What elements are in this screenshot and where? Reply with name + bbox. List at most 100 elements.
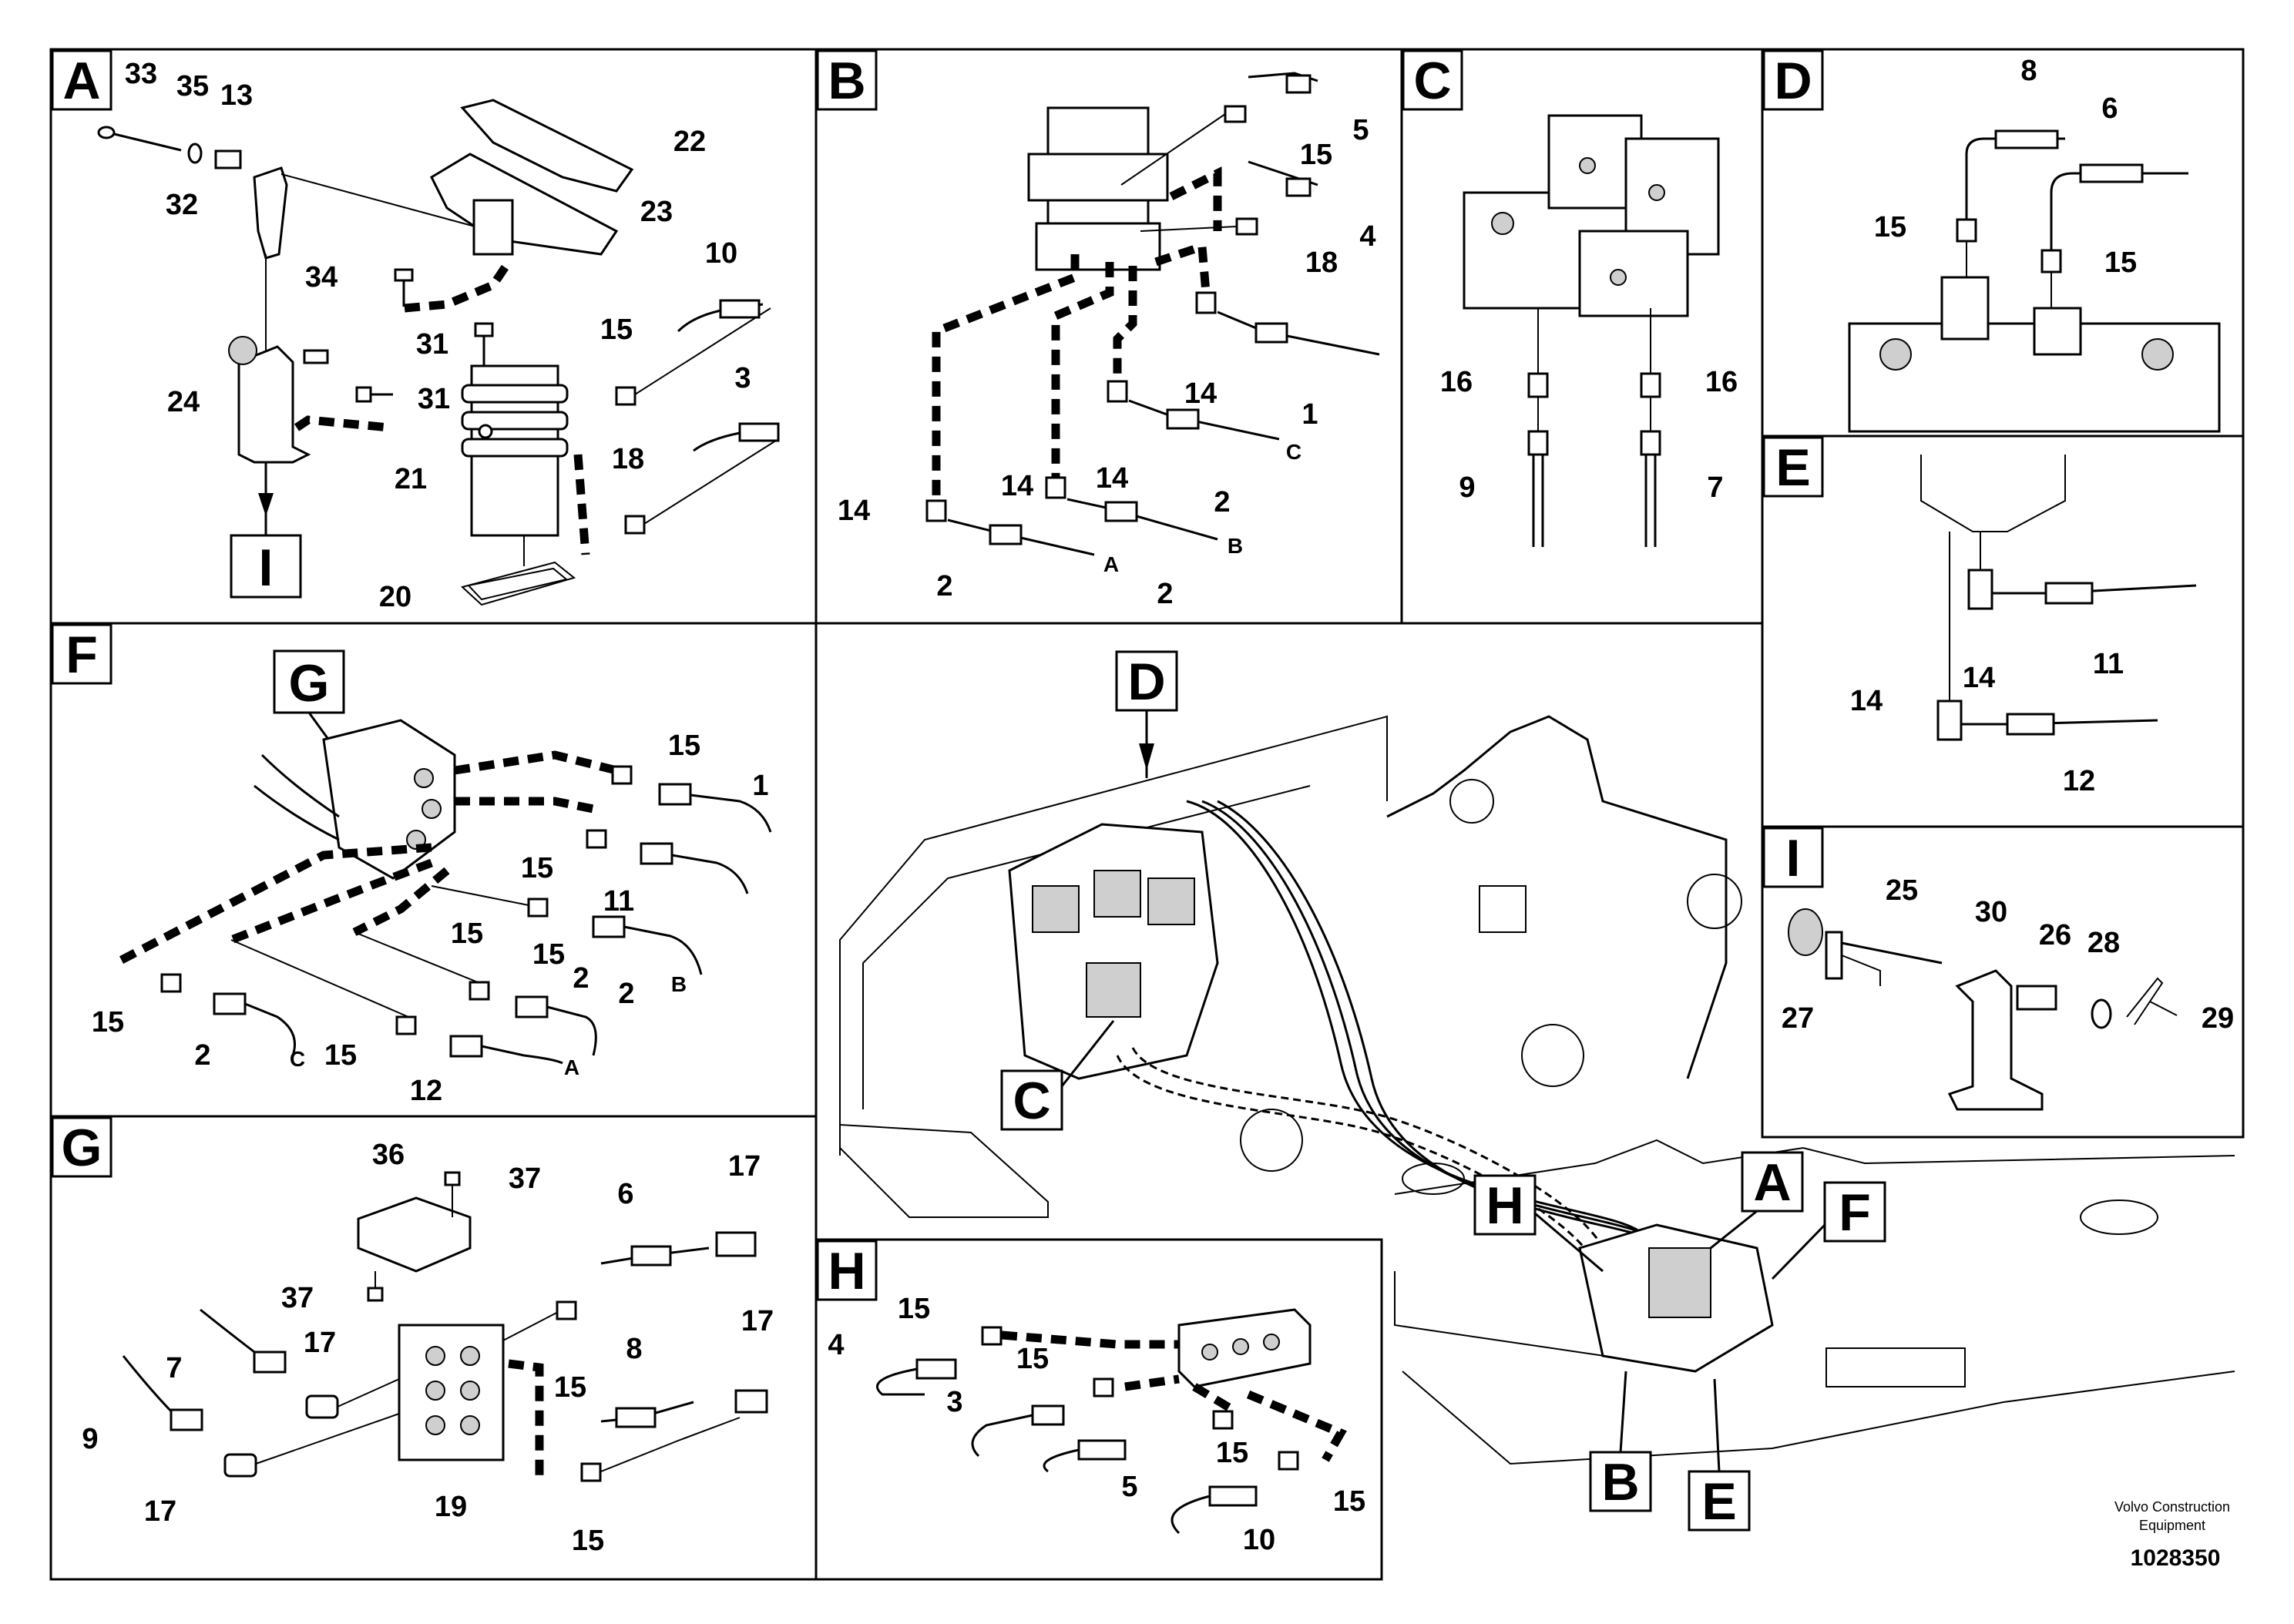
hose-run	[1201, 800, 1658, 1242]
callout-label: 4	[828, 1329, 844, 1361]
panel-g: G 36 37 37	[51, 1116, 774, 1557]
document-number: 1028350	[2131, 1545, 2221, 1571]
overview-ref-box	[1823, 1181, 1886, 1243]
fitting-15	[981, 1326, 1003, 1346]
elbow-17	[734, 1389, 768, 1414]
valve-flange	[1027, 153, 1169, 202]
elbow-17	[715, 1231, 757, 1257]
callout-label: 30	[1975, 896, 2007, 928]
callout-label: 31	[416, 328, 448, 361]
callout-label: 4	[1359, 220, 1375, 253]
elbow-14	[1045, 476, 1066, 499]
leader	[643, 438, 779, 525]
fitting-15	[1224, 105, 1247, 123]
pointer-line	[1710, 1210, 1758, 1250]
leader	[431, 885, 529, 906]
overview-ref-label: D	[1127, 653, 1165, 711]
floor-hole	[2080, 1200, 2158, 1235]
hose-4	[915, 1358, 957, 1380]
fitting-15	[580, 1462, 602, 1482]
callout-label: 15	[572, 1525, 604, 1557]
callout-label: 2	[194, 1039, 210, 1072]
callout-label: 5	[1352, 114, 1369, 146]
hose-end	[719, 299, 761, 319]
hose-run	[1186, 800, 1642, 1234]
callout-label: 14	[1850, 685, 1883, 717]
dash-link	[294, 415, 390, 432]
pointer-line	[1534, 1212, 1604, 1273]
callout-label: 15	[668, 730, 700, 762]
bushing-13	[214, 149, 242, 169]
dash-link	[508, 1359, 544, 1479]
pin-hole	[1449, 779, 1494, 824]
hose-1	[1217, 310, 1380, 356]
end-label: B	[671, 972, 687, 996]
callout-label: 10	[705, 237, 737, 270]
dash-link	[573, 454, 590, 555]
floor-grille	[1825, 1347, 1966, 1387]
section-label-box	[1762, 49, 1824, 111]
valve-section	[1086, 962, 1141, 1018]
callout-label: 21	[395, 463, 427, 495]
dash-link	[1246, 1390, 1347, 1462]
fitting-15	[469, 981, 490, 1001]
callout-label: 15	[451, 918, 483, 950]
leader	[600, 1417, 741, 1472]
callout-label: 2	[936, 570, 952, 602]
callout-label: 28	[2087, 927, 2120, 959]
plate-36	[357, 1196, 472, 1273]
panel-i-frame	[1761, 825, 2245, 1139]
fitting-15	[1212, 1410, 1234, 1430]
valve-outline	[1920, 455, 2066, 532]
callout-label: 37	[509, 1163, 541, 1195]
callout-label: 9	[1459, 471, 1475, 504]
hose-1	[690, 794, 772, 833]
callout-label: 16	[1440, 366, 1473, 398]
gasket-inner	[467, 567, 569, 601]
pointer-line	[1771, 1223, 1826, 1280]
callout-label: 2	[573, 962, 589, 995]
control-valve-bank	[1008, 823, 1219, 1080]
floor-hole	[1402, 1163, 1465, 1195]
screw-37b	[367, 1287, 384, 1302]
callout-label: 15	[2104, 247, 2137, 279]
boom-mount	[1386, 715, 1728, 1079]
hose-fitting	[1254, 322, 1288, 344]
valve-section	[1578, 230, 1689, 317]
hose-run	[1217, 800, 1673, 1250]
pointer-arrow	[1139, 743, 1154, 770]
valve-section	[1093, 870, 1141, 918]
callout-label: 33	[125, 58, 157, 90]
callout-label: 1	[1302, 398, 1318, 431]
hose-fitting	[1640, 430, 1661, 456]
overview-ref-label: H	[1486, 1176, 1523, 1235]
section-label-box	[1402, 49, 1463, 111]
callout-label: 35	[176, 70, 209, 102]
dash-link	[1001, 1330, 1179, 1349]
washer-35	[187, 143, 203, 164]
leader	[354, 931, 479, 983]
hose-8	[1965, 137, 2065, 220]
step	[839, 1123, 1049, 1218]
pointer-line	[1619, 1371, 1627, 1453]
screw-37	[444, 1171, 461, 1186]
hose-fitting	[1994, 129, 2059, 149]
callout-label: 24	[167, 386, 200, 418]
fitting-15	[527, 898, 549, 918]
callout-label: 13	[220, 79, 253, 112]
port	[422, 799, 442, 819]
hose-3	[1031, 1404, 1065, 1426]
overview-ref-box	[1589, 1451, 1652, 1512]
fitting-15	[1956, 218, 1977, 243]
hose-11	[1992, 584, 2197, 595]
hose-2	[546, 1005, 597, 1056]
callout-label: 27	[1782, 1002, 1814, 1035]
hose-run-dashed	[1131, 1047, 1604, 1249]
dash-link	[932, 254, 1080, 501]
detail-ref-box	[230, 534, 302, 599]
end-label: C	[290, 1047, 305, 1071]
floor-edge	[1394, 1271, 1658, 1364]
footer: Volvo Construction Equipment 1028350	[2114, 1499, 2230, 1571]
leader	[255, 1413, 400, 1465]
